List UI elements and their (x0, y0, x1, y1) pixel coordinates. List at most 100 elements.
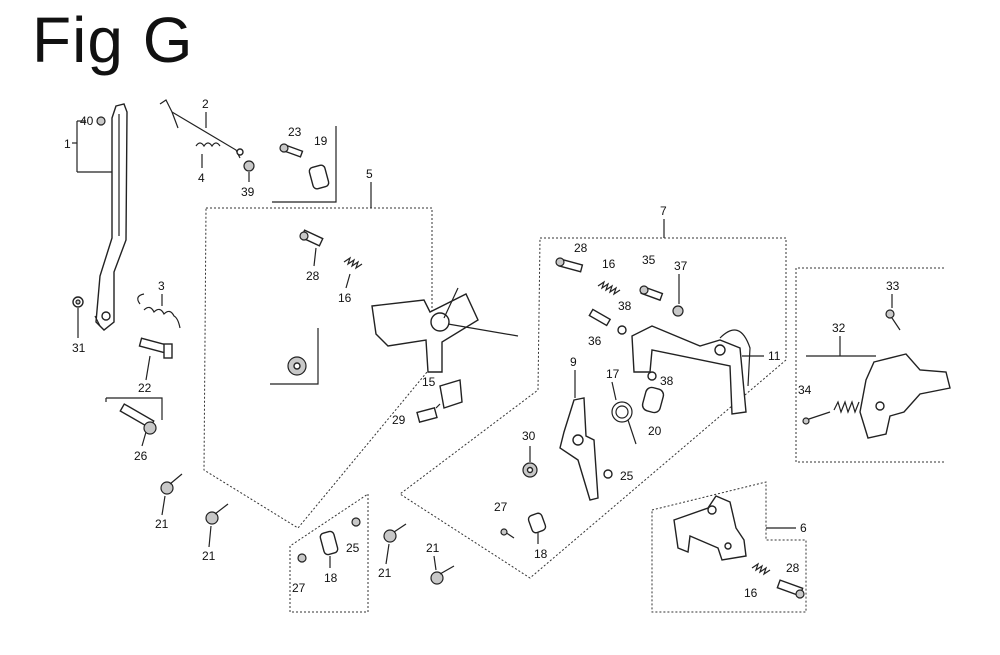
part-21b-bolt (205, 503, 229, 525)
part-2-rod (159, 99, 244, 159)
callout-4: 4 (198, 171, 205, 185)
part-33-bolt (885, 309, 901, 331)
part-21c-bolt (383, 523, 407, 543)
callout-39: 39 (241, 185, 255, 199)
part-40-nut (96, 116, 106, 126)
part-7-bracket (631, 325, 751, 415)
leader-21d (433, 555, 437, 571)
leader-21b (208, 525, 212, 548)
part-27b-screw (297, 553, 307, 563)
callout-19: 19 (314, 134, 328, 148)
part-37-nut (672, 305, 684, 317)
callout-22: 22 (138, 381, 152, 395)
callout-18b: 18 (324, 571, 338, 585)
callout-21c: 21 (378, 566, 392, 580)
callout-6: 6 (800, 521, 807, 535)
callout-16a: 16 (338, 291, 352, 305)
callout-30: 30 (522, 429, 536, 443)
callout-26: 26 (134, 449, 148, 463)
part-9-lever (559, 397, 599, 501)
part-15-plate (439, 379, 463, 409)
callout-38b: 38 (660, 374, 674, 388)
leader-28a (313, 247, 317, 267)
leader-22 (145, 355, 151, 381)
part-1-control-lever (94, 103, 128, 331)
callout-bracket-1 (72, 120, 112, 173)
part-6-bracket (673, 495, 747, 561)
bracket-26 (105, 397, 163, 420)
callout-18a: 18 (534, 547, 548, 561)
leader-21c (385, 543, 390, 565)
callout-34: 34 (798, 383, 812, 397)
callout-33: 33 (886, 279, 900, 293)
panel-6-outline (651, 481, 807, 613)
leader-16a (345, 273, 351, 289)
callout-23: 23 (288, 125, 302, 139)
callout-9: 9 (570, 355, 577, 369)
part-16a-spring (343, 256, 363, 270)
callout-21d: 21 (426, 541, 440, 555)
callout-15: 15 (422, 375, 436, 389)
part-22-pin (138, 337, 173, 359)
part-18a-collar (527, 512, 547, 534)
panel-bottom-outline (289, 493, 369, 613)
part-39-clip (243, 160, 255, 172)
callout-11: 11 (768, 349, 781, 363)
bracket-washer (270, 328, 319, 385)
part-19-collar (308, 164, 330, 190)
bracket-19-23 (272, 126, 337, 203)
part-21a-bolt (160, 473, 183, 495)
callout-21b: 21 (202, 549, 216, 563)
part-38b-washer (647, 371, 657, 381)
callout-21a: 21 (155, 517, 169, 531)
part-34-spring (802, 400, 860, 425)
part-21d-bolt (430, 565, 455, 585)
callout-28c: 28 (786, 561, 800, 575)
callout-2: 2 (202, 97, 209, 111)
part-31-washer (72, 296, 84, 308)
callout-1: 1 (64, 137, 71, 151)
leader-26 (141, 431, 147, 447)
callout-32: 32 (832, 321, 846, 335)
part-4-spring (195, 142, 221, 148)
part-28a-bolt (299, 229, 324, 247)
leader-17 (611, 381, 617, 401)
part-30-nut (522, 462, 538, 478)
part-20-collar (641, 386, 665, 414)
callout-3: 3 (158, 279, 165, 293)
part-36-bolt (588, 308, 612, 327)
part-16b-spring (597, 280, 621, 296)
callout-16c: 16 (744, 586, 758, 600)
callout-28a: 28 (306, 269, 320, 283)
callout-36: 36 (588, 334, 602, 348)
callout-5: 5 (366, 167, 373, 181)
part-5-washer (287, 356, 307, 376)
figure-title: Fig G (32, 4, 194, 76)
part-25a-clip (603, 469, 613, 479)
part-32-bracket (859, 353, 951, 439)
callout-38a: 38 (618, 299, 632, 313)
leader-21a (161, 495, 166, 516)
part-16c-spring (751, 562, 771, 576)
callout-16b: 16 (602, 257, 616, 271)
part-26-bolt (119, 403, 157, 435)
part-18b-collar (319, 530, 339, 556)
part-27a-screw (500, 528, 515, 539)
part-28c-bolt (776, 579, 805, 599)
callout-27b: 27 (292, 581, 306, 595)
part-38a-washer (617, 325, 627, 335)
part-29-screw (416, 403, 441, 424)
callout-37: 37 (674, 259, 688, 273)
panel-5-outline (203, 207, 433, 529)
callout-28b: 28 (574, 241, 588, 255)
callout-27a: 27 (494, 500, 508, 514)
callout-20: 20 (648, 424, 662, 438)
callout-29: 29 (392, 413, 406, 427)
part-3-return-spring (137, 293, 181, 329)
part-23-bolt (279, 143, 304, 158)
callout-35: 35 (642, 253, 656, 267)
callout-25a: 25 (620, 469, 634, 483)
part-5-governor-arm (371, 287, 519, 373)
